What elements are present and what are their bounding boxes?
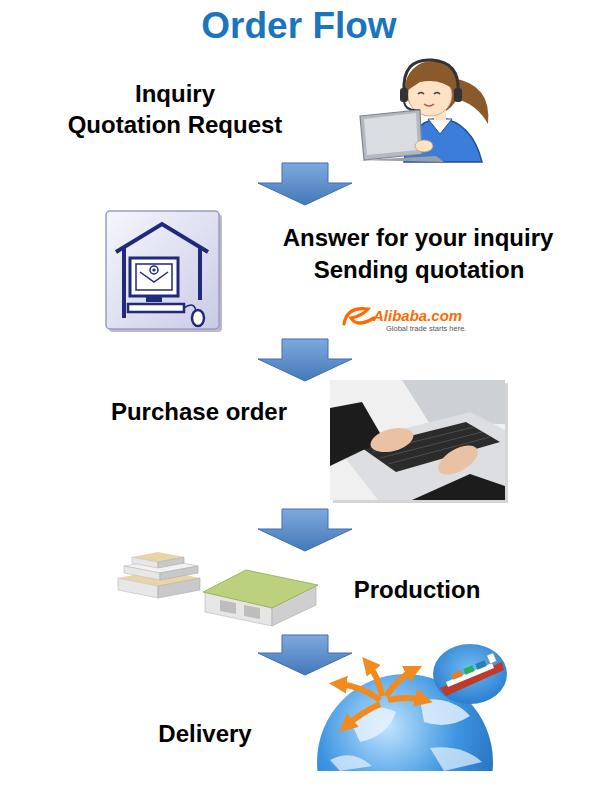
operator-illustration	[428, 119, 452, 134]
flow-step: Delivery	[100, 676, 520, 776]
globe-ship-illustration	[330, 755, 372, 771]
globe-ship-illustration	[388, 698, 424, 700]
operator-illustration	[434, 93, 440, 95]
mail-computer-icon	[130, 258, 178, 296]
warehouse-illustration	[220, 600, 236, 614]
warehouse-illustration	[158, 578, 200, 598]
mail-computer-icon	[152, 268, 155, 271]
operator-illustration	[356, 60, 488, 162]
globe-ship-illustration	[338, 684, 380, 700]
globe-ship-illustration	[368, 664, 382, 696]
warehouse-illustration	[132, 557, 158, 568]
flow-arrow	[258, 635, 352, 675]
alibaba-logo-mark	[344, 309, 374, 324]
operator-illustration	[408, 68, 454, 90]
typing-photo	[330, 380, 505, 500]
globe-ship-illustration	[433, 644, 507, 704]
warehouse-illustration	[118, 552, 318, 626]
mail-computer-icon	[136, 264, 172, 290]
flow-arrow	[258, 163, 352, 205]
globe-ship-illustration	[317, 644, 507, 797]
operator-illustration	[404, 60, 458, 92]
globe-ship-illustration	[440, 662, 504, 696]
operator-illustration	[424, 104, 434, 106]
operator-illustration	[364, 113, 418, 155]
globe-ship-illustration	[446, 663, 494, 687]
mail-computer-icon	[146, 296, 162, 302]
operator-illustration	[404, 102, 420, 110]
globe-ship-illustration	[386, 670, 414, 696]
operator-illustration	[356, 156, 444, 162]
step-text: Quotation Request	[0, 111, 355, 139]
warehouse-illustration	[158, 557, 184, 568]
operator-illustration	[454, 88, 462, 102]
step-text: Answer for your inquiry	[238, 224, 598, 252]
flow-step: Production	[100, 552, 520, 634]
step-text: Production	[237, 576, 597, 604]
warehouse-illustration	[118, 578, 158, 598]
mail-computer-icon	[116, 224, 208, 252]
logo-tagline: Global trade starts here.	[386, 324, 466, 333]
globe-ship-illustration	[350, 708, 396, 743]
globe-ship-illustration	[451, 670, 463, 679]
mail-computer-icon	[106, 211, 219, 329]
mail-computer-icon	[192, 310, 204, 326]
operator-illustration	[400, 88, 408, 102]
step-text: Delivery	[25, 720, 385, 748]
flow-arrow	[258, 339, 352, 381]
globe-ship-illustration	[346, 704, 380, 726]
globe-ship-illustration	[430, 747, 482, 771]
mail-computer-icon	[122, 248, 126, 318]
typing-photo	[368, 424, 416, 457]
step-text: Sending quotation	[239, 256, 598, 284]
globe-ship-illustration	[475, 660, 487, 669]
globe-ship-illustration	[487, 653, 497, 664]
warehouse-illustration	[244, 605, 260, 619]
mail-computer-icon	[198, 248, 202, 300]
step-text: Purchase order	[19, 398, 379, 426]
typing-photo	[362, 422, 500, 472]
logo-text: Alibaba.com	[373, 308, 462, 324]
operator-illustration	[415, 140, 433, 152]
typing-photo	[412, 474, 505, 500]
typing-photo	[330, 402, 384, 466]
step-text: Inquiry	[0, 80, 355, 108]
typing-photo	[433, 439, 482, 480]
warehouse-illustration	[160, 566, 198, 580]
warehouse-illustration	[124, 566, 160, 580]
flow-arrow	[258, 509, 352, 551]
alibaba-logo-mark	[344, 309, 374, 324]
flow-step: Purchase order	[60, 382, 520, 508]
flow-step: InquiryQuotation Request	[30, 70, 570, 162]
operator-illustration	[360, 110, 422, 160]
mail-computer-icon	[106, 211, 222, 332]
mail-computer-icon	[128, 304, 184, 312]
diagram-title: Order Flow	[0, 4, 598, 48]
mail-computer-icon	[150, 266, 158, 274]
typing-photo	[330, 380, 508, 503]
operator-illustration	[418, 93, 424, 95]
globe-ship-illustration	[463, 665, 475, 674]
